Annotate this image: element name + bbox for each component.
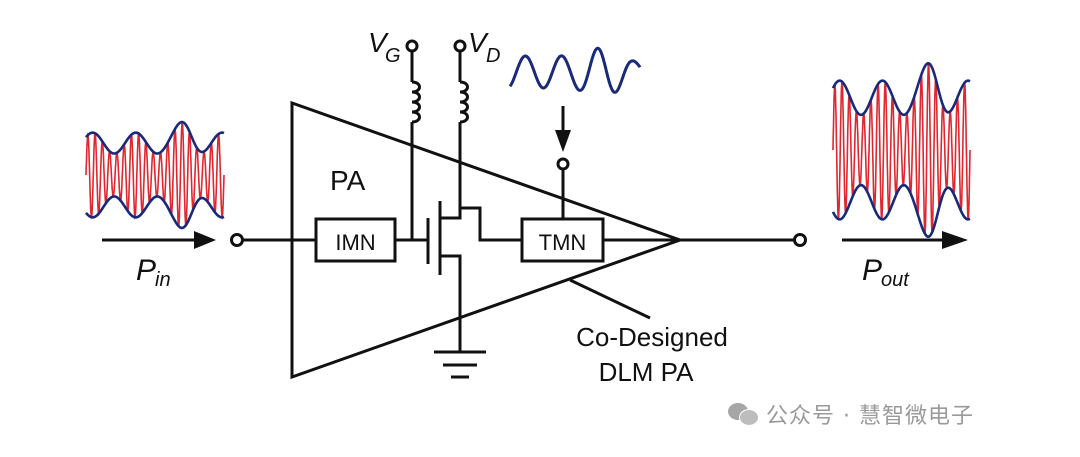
pout-arrowhead [942, 231, 968, 249]
vg-label: V [368, 27, 389, 58]
vg-terminal [405, 39, 419, 53]
pa-label: PA [330, 165, 366, 196]
envelope-upper [831, 62, 971, 117]
carrier [832, 61, 971, 234]
pin-subscript: in [155, 269, 171, 291]
envelope-upper [84, 120, 225, 155]
output-port [793, 233, 807, 247]
annotation-leader [569, 278, 651, 320]
input-signal-waveform [84, 120, 225, 230]
wechat-icon [728, 401, 759, 427]
control-signal-waveform [508, 46, 642, 94]
vd-subscript: D [486, 45, 500, 67]
pout-subscript: out [881, 269, 910, 291]
vd-terminal [453, 39, 467, 53]
watermark-text: 公众号 · 慧智微电子 [766, 404, 974, 429]
annotation-line-1: Co-Designed [576, 322, 728, 352]
watermark: 公众号 · 慧智微电子 [728, 398, 974, 430]
annotation-line-2: DLM PA [599, 357, 695, 387]
vg-inductor [411, 80, 421, 124]
vd-inductor [459, 80, 469, 124]
pout-label: P [862, 254, 882, 287]
vg-subscript: G [385, 45, 401, 67]
tmn-control-arrowhead [555, 130, 571, 152]
input-port [230, 233, 244, 247]
envelope-lower [831, 183, 971, 238]
output-signal-waveform [831, 61, 971, 238]
envelope-lower [84, 195, 225, 230]
tmn-label: TMN [539, 230, 587, 255]
source-lead [440, 254, 462, 352]
drain-lead [440, 206, 522, 242]
pin-label: P [136, 254, 156, 287]
vd-label: V [468, 27, 489, 58]
pin-arrowhead [194, 231, 216, 249]
tmn-control-terminal [556, 157, 570, 171]
imn-label: IMN [335, 230, 375, 255]
carrier [85, 121, 225, 227]
